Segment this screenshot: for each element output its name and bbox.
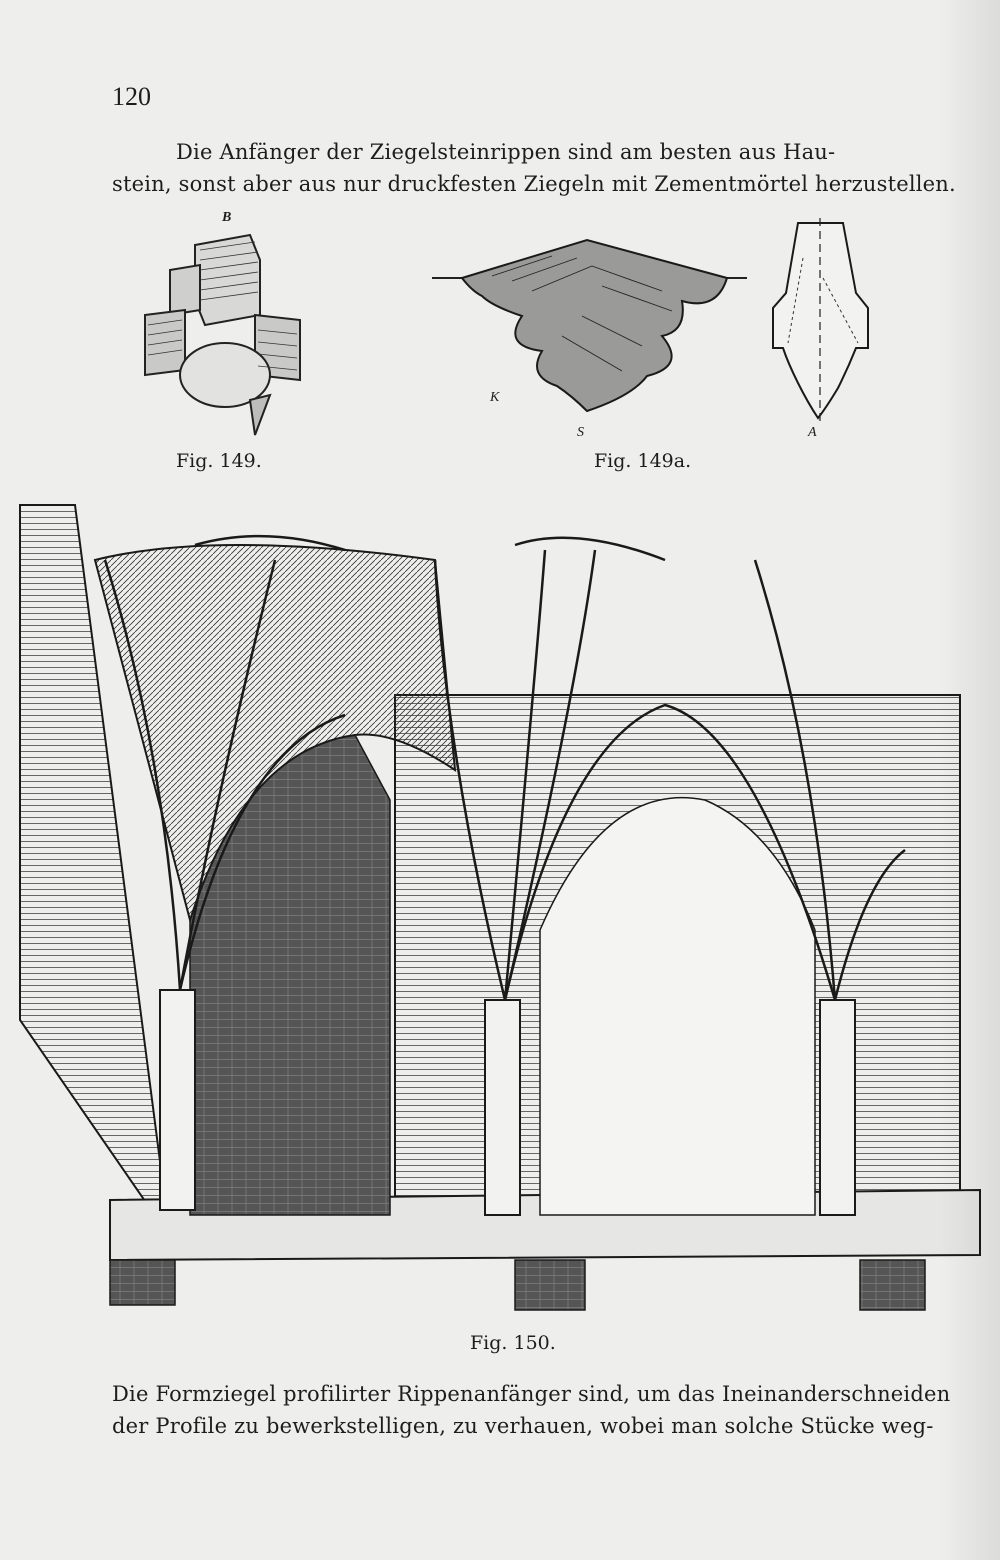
figure-149a-caption: Fig. 149a.	[594, 450, 692, 472]
figure-150-caption: Fig. 150.	[470, 1332, 556, 1354]
intro-line-2: stein, sonst aber aus nur druckfesten Zi…	[112, 172, 956, 196]
figure-149-caption: Fig. 149.	[176, 450, 262, 472]
closing-line-1: Die Formziegel profilirter Rippenanfänge…	[112, 1382, 951, 1406]
figure-149a-section	[432, 238, 747, 413]
figure-149-illustration	[144, 233, 301, 436]
closing-line-2: der Profile zu bewerkstelligen, zu verha…	[112, 1414, 934, 1438]
intro-line-1: Die Anfänger der Ziegelsteinrippen sind …	[176, 140, 836, 164]
figure-149a-label-s: S	[577, 425, 584, 440]
figure-150-illustration	[19, 504, 981, 1311]
page-gutter-shadow	[940, 0, 1000, 1560]
figure-149a-label-a: A	[808, 425, 817, 440]
figure-149a-profile	[772, 218, 869, 423]
page-number: 120	[112, 82, 151, 111]
figure-149-label-b: B	[222, 210, 232, 225]
figure-149a-label-k: K	[490, 390, 500, 405]
